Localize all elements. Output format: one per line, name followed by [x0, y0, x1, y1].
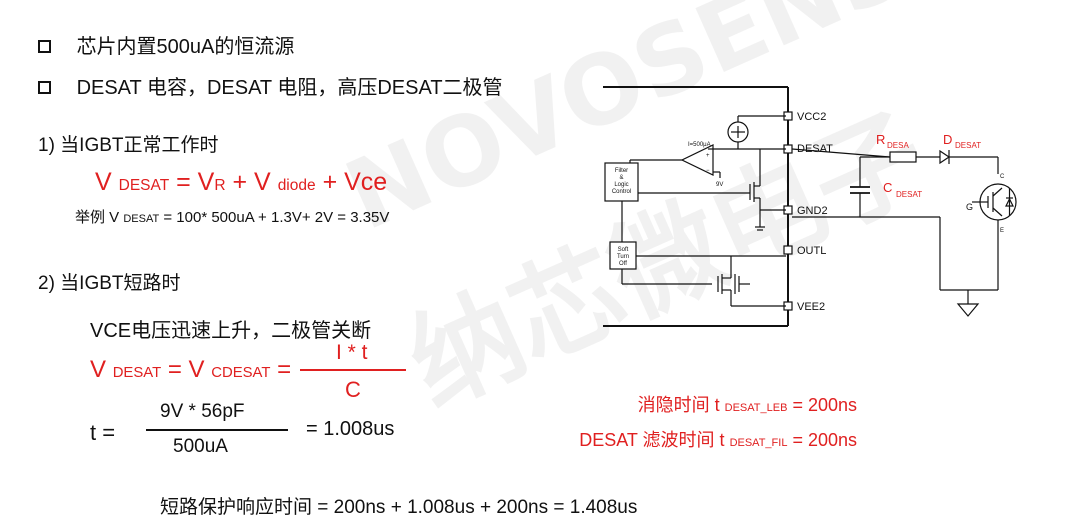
formula-sub: diode: [277, 177, 316, 194]
diode-icon: [939, 149, 951, 165]
timing-text: = 200ns: [787, 395, 857, 415]
ref-voltage-label: 9V: [716, 182, 723, 188]
c-sub: DESAT: [896, 190, 922, 199]
formula-v: V: [95, 168, 112, 196]
bullet-1: 芯片内置500uA的恒流源: [38, 30, 294, 59]
r-label: R: [876, 132, 885, 147]
bullet-1-text: 芯片内置500uA的恒流源: [76, 36, 295, 58]
total-response-time: 短路保护响应时间 = 200ns + 1.008us + 200ns = 1.4…: [160, 497, 638, 518]
c-label: C: [883, 180, 892, 195]
filter-label-2: Logic: [614, 182, 628, 188]
comparator-minus: −: [706, 168, 710, 174]
pin-label-desat: DESAT: [797, 143, 833, 155]
formula-sub: CDESAT: [211, 365, 271, 381]
formula-sub: DESAT: [118, 177, 170, 194]
ground-icon: [956, 303, 980, 317]
timing-sub: DESAT_LEB: [724, 402, 788, 414]
timing-fil: DESAT 滤波时间 t DESAT_FIL = 200ns: [579, 426, 857, 452]
t-fraction-line: [146, 429, 288, 431]
section2-numerator: I * t: [336, 341, 368, 364]
section1-heading: 1) 当IGBT正常工作时: [38, 135, 219, 156]
soft-turn-off-block: [609, 241, 637, 270]
formula-eq: =: [277, 356, 292, 383]
current-source-label: I=500μA: [688, 142, 711, 148]
comparator-plus: +: [706, 153, 710, 159]
igbt-emitter-label: E: [1000, 228, 1004, 234]
bullet-2-text: DESAT 电容，DESAT 电阻，高压DESAT二极管: [76, 77, 503, 99]
formula-eq: =: [176, 168, 198, 196]
t-lhs: t =: [90, 420, 116, 445]
comparator-icon: [680, 144, 714, 176]
t-denominator: 500uA: [173, 436, 228, 457]
filter-label-0: Filter: [615, 168, 628, 174]
formula-term: + V: [232, 168, 278, 196]
pin-label-vcc2: VCC2: [797, 111, 826, 123]
resistor-icon: [889, 151, 917, 163]
formula-eq: = V: [167, 356, 205, 383]
igbt-gate-label: G: [966, 202, 973, 212]
d-sub: DESAT: [955, 141, 981, 150]
t-rhs: = 1.008us: [306, 418, 395, 440]
timing-text: 消隐时间 t: [637, 395, 725, 415]
section2-fraction-line: [300, 369, 406, 371]
section1-example: 举例 V DESAT = 100* 500uA + 1.3V+ 2V = 3.3…: [75, 206, 389, 227]
d-label: D: [943, 132, 952, 147]
timing-text: DESAT 滤波时间 t: [579, 430, 730, 450]
formula-v: V: [197, 168, 215, 196]
timing-sub: DESAT_FIL: [729, 437, 788, 449]
timing-leb: 消隐时间 t DESAT_LEB = 200ns: [638, 391, 857, 417]
filter-label-3: Control: [612, 189, 631, 195]
igbt-collector-label: C: [1000, 174, 1005, 180]
r-sub: DESA: [887, 141, 909, 150]
section1-formula: V DESAT = VR + V diode + Vce: [95, 168, 387, 197]
section2-denominator: C: [345, 377, 361, 402]
t-numerator: 9V * 56pF: [160, 401, 245, 422]
softoff-label-0: Soft: [618, 247, 629, 253]
example-sub: DESAT: [123, 213, 160, 225]
section2-desc: VCE电压迅速上升，二极管关断: [90, 320, 372, 342]
formula-v: V: [90, 356, 107, 383]
bullet-2: DESAT 电容，DESAT 电阻，高压DESAT二极管: [38, 71, 503, 100]
section2-heading: 2) 当IGBT短路时: [38, 273, 181, 294]
softoff-label-2: Off: [619, 261, 627, 267]
example-post: = 100* 500uA + 1.3V+ 2V = 3.35V: [159, 209, 390, 226]
formula-sub: R: [214, 177, 226, 194]
bullet-square-icon: [38, 40, 51, 53]
section2-formula: V DESAT = V CDESAT =: [90, 356, 291, 384]
softoff-label-1: Turn: [617, 254, 629, 260]
filter-label-1: &: [619, 175, 623, 181]
bullet-square-icon: [38, 81, 51, 94]
timing-text: = 200ns: [787, 430, 857, 450]
pin-label-gnd2: GND2: [797, 205, 828, 217]
formula-sub: DESAT: [112, 365, 162, 381]
pin-outl: [783, 245, 793, 255]
pin-label-outl: OUTL: [797, 245, 826, 257]
formula-term: + Vce: [322, 168, 388, 196]
example-pre: 举例 V: [75, 209, 124, 226]
pin-label-vee2: VEE2: [797, 301, 825, 313]
